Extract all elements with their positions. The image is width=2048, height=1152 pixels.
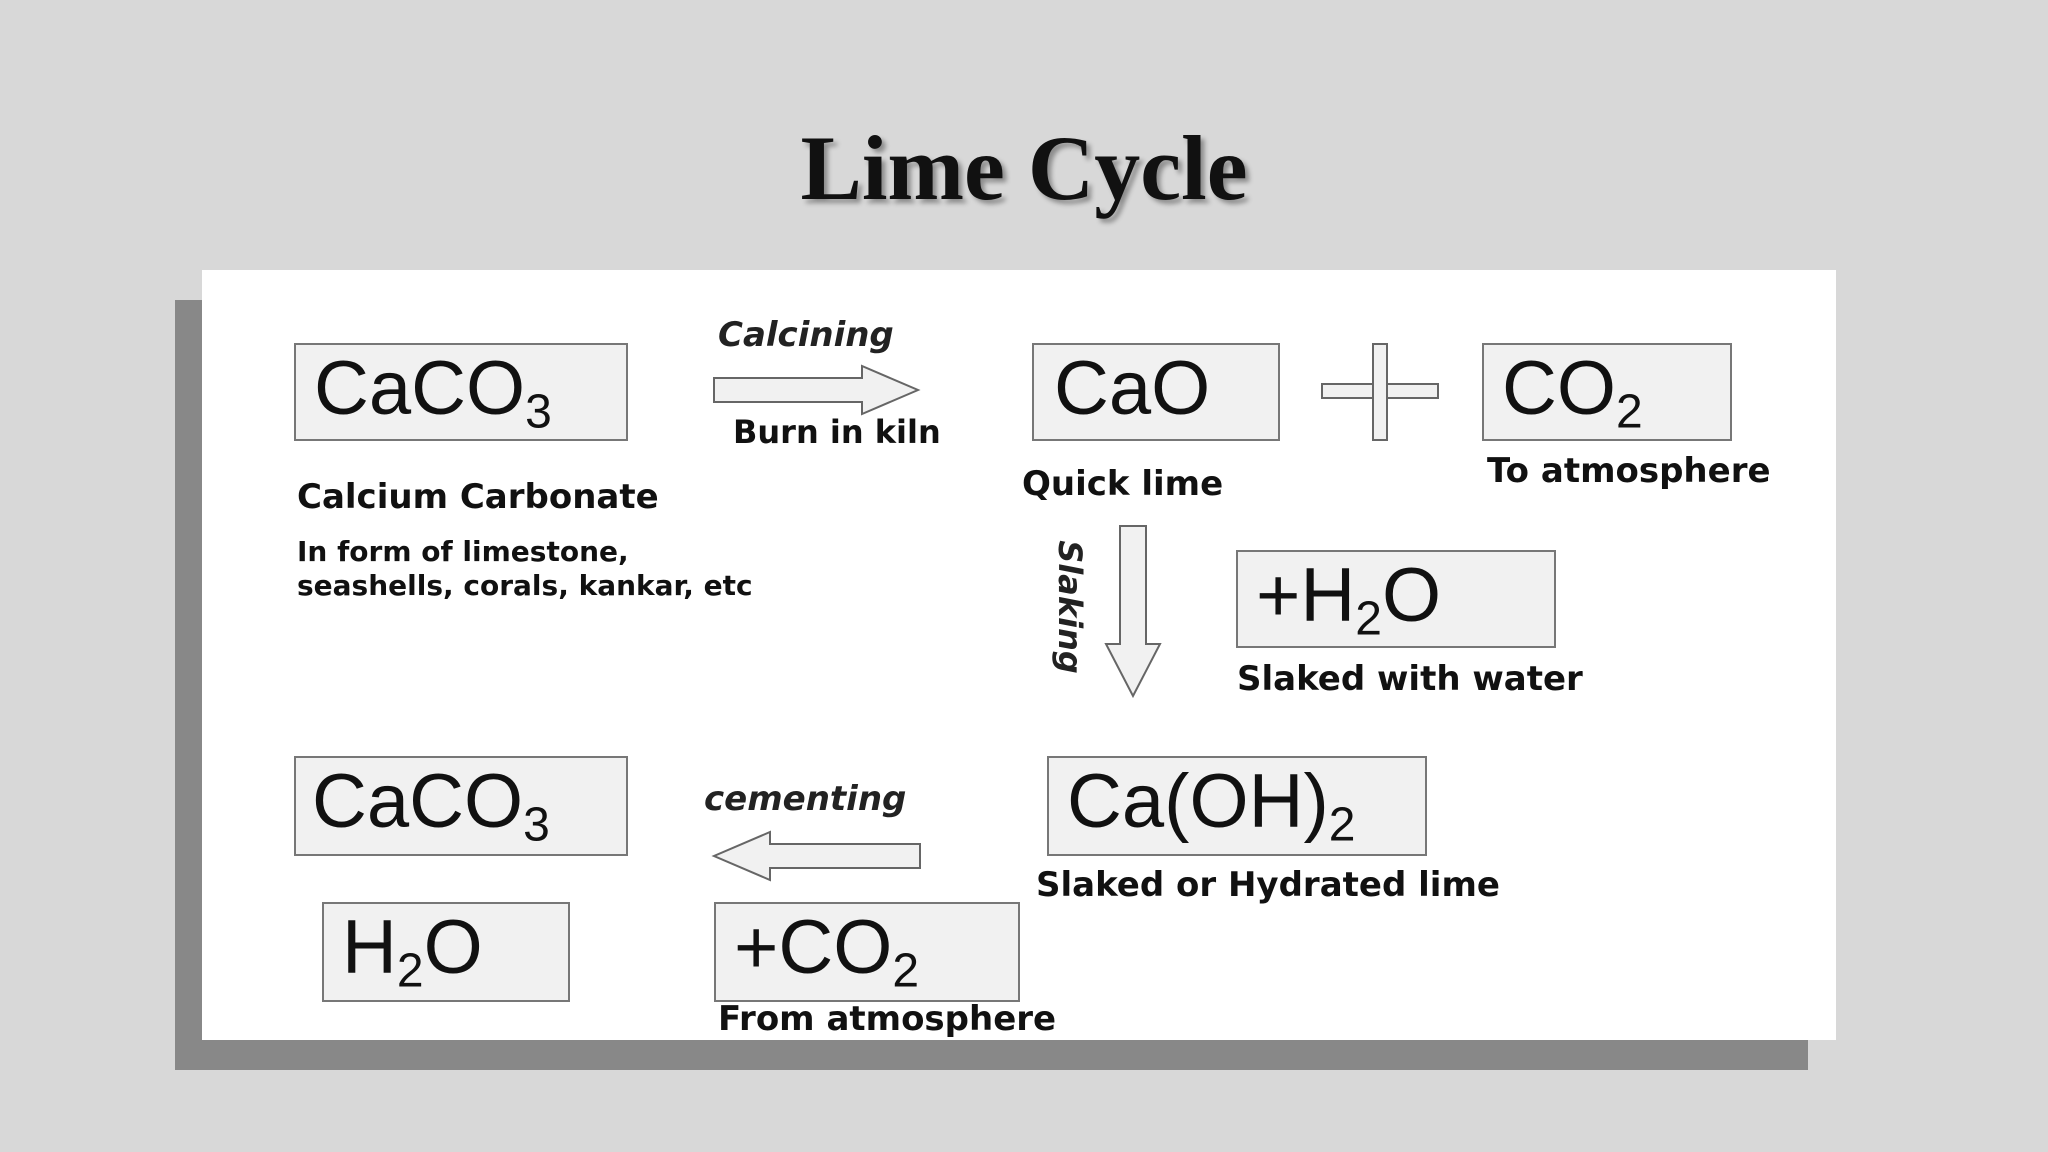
caco3-formula-bottom: CaCO3 <box>312 759 550 852</box>
co2-add-formula: +CO2 <box>734 905 920 998</box>
caco3-box-bottom: CaCO3 <box>294 756 628 856</box>
caoh2-formula: Ca(OH)2 <box>1067 759 1356 852</box>
limestone-note-line2: seashells, corals, kankar, etc <box>297 569 753 602</box>
slide-title: Lime Cycle <box>800 117 1248 219</box>
limestone-note-line1: In form of limestone, <box>297 535 629 568</box>
caco3-formula-top: CaCO3 <box>314 346 552 439</box>
plus-icon <box>1321 343 1439 441</box>
calcining-arrow <box>713 364 921 416</box>
co2-add-box: +CO2 <box>714 902 1020 1002</box>
caoh2-box: Ca(OH)2 <box>1047 756 1427 856</box>
quick-lime-label: Quick lime <box>1022 464 1224 504</box>
h2o-formula-bottom: H2O <box>342 905 483 998</box>
calcining-label: Calcining <box>718 315 894 355</box>
cementing-arrow <box>711 830 921 882</box>
cementing-label: cementing <box>704 779 907 819</box>
co2-box-top: CO2 <box>1482 343 1732 441</box>
burn-in-kiln-label: Burn in kiln <box>733 413 941 451</box>
slaking-arrow <box>1104 525 1162 699</box>
caco3-box-top: CaCO3 <box>294 343 628 441</box>
to-atmosphere-label: To atmosphere <box>1487 451 1771 491</box>
h2o-add-box: +H2O <box>1236 550 1556 648</box>
calcium-carbonate-label: Calcium Carbonate <box>297 477 659 517</box>
co2-formula-top: CO2 <box>1502 346 1643 439</box>
lime-cycle-diagram: CaCO3 Calcium Carbonate In form of limes… <box>202 270 1836 1040</box>
slaking-label: Slaking <box>1051 540 1089 674</box>
h2o-box-bottom: H2O <box>322 902 570 1002</box>
from-atmosphere-label: From atmosphere <box>718 999 1057 1039</box>
slaked-hydrated-lime-label: Slaked or Hydrated lime <box>1036 865 1500 905</box>
h2o-add-formula: +H2O <box>1256 553 1442 646</box>
cao-formula: CaO <box>1054 346 1211 431</box>
slaked-with-water-label: Slaked with water <box>1237 659 1583 699</box>
cao-box: CaO <box>1032 343 1280 441</box>
